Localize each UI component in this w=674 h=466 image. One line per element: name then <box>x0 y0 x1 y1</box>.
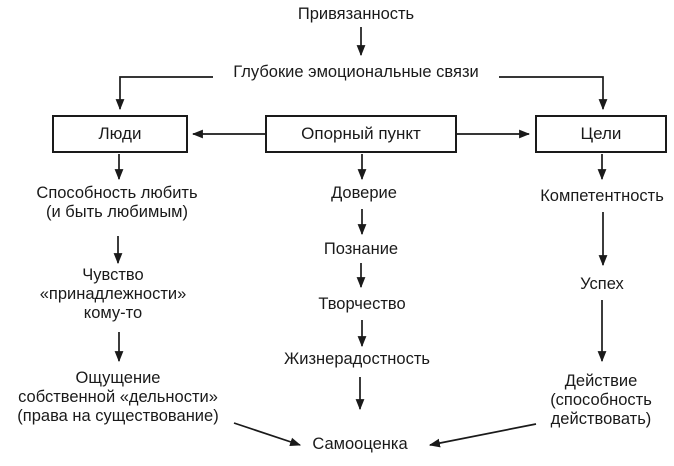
box-people: Люди <box>52 115 188 153</box>
box-goals-label: Цели <box>580 124 622 143</box>
arrow-worth-to-selfesteem <box>233 422 302 447</box>
node-success: Успех <box>580 275 624 293</box>
node-creativity: Творчество <box>318 295 406 313</box>
box-anchor-point-label: Опорный пункт <box>301 124 421 143</box>
node-sense-of-worth: Ощущение собственной «дельности» (права … <box>17 369 219 425</box>
node-action: Действие (способность действовать) <box>550 372 652 428</box>
box-goals: Цели <box>535 115 667 153</box>
box-anchor-point: Опорный пункт <box>265 115 457 153</box>
node-sense-of-belonging: Чувство «принадлежности» кому-то <box>39 266 187 322</box>
node-trust: Доверие <box>331 184 397 202</box>
node-cheerfulness: Жизнерадостность <box>284 350 430 368</box>
box-people-label: Люди <box>98 124 142 143</box>
arrow-level2-to-goals <box>499 76 608 111</box>
node-attachment: Привязанность <box>297 5 415 23</box>
arrow-action-to-selfesteem <box>428 423 537 448</box>
node-cognition: Познание <box>323 240 399 258</box>
node-deep-emotional-bonds: Глубокие эмоциональные связи <box>233 63 479 81</box>
node-self-esteem: Самооценка <box>312 435 408 453</box>
node-competence: Компетентность <box>540 187 664 205</box>
node-ability-to-love: Способность любить (и быть любимым) <box>36 184 198 221</box>
arrow-level2-to-people <box>115 76 213 111</box>
